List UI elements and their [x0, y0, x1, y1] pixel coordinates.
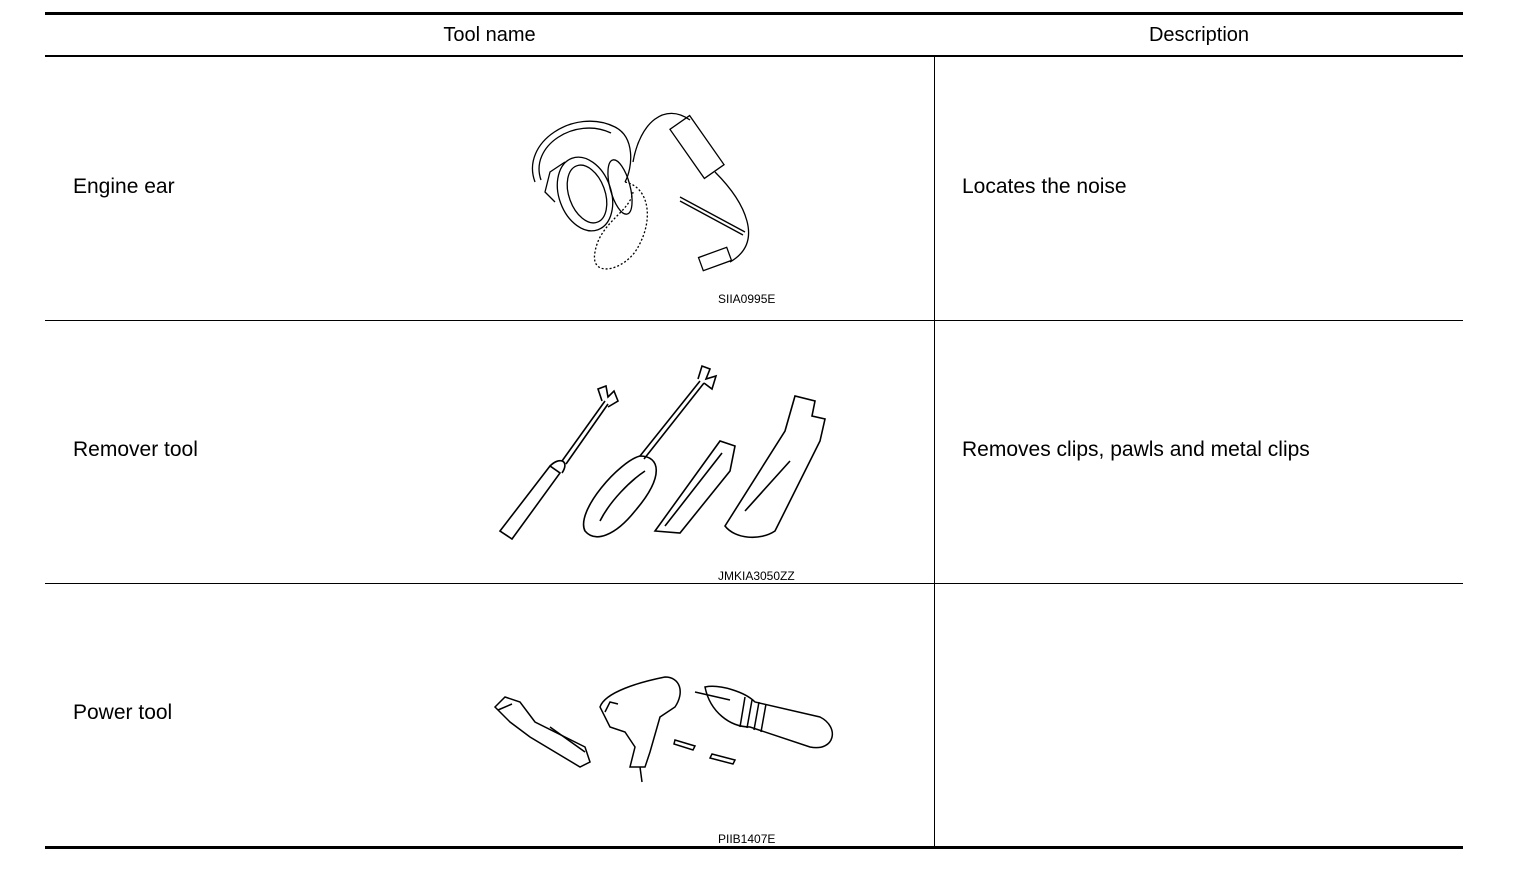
table-row: Power tool PIIB1407E	[45, 584, 1463, 846]
table-bottom-rule	[45, 846, 1463, 849]
tool-name-remover-tool: Remover tool	[73, 438, 198, 461]
row-rule-1	[45, 320, 1463, 321]
clip-remover-tools-icon	[498, 364, 826, 541]
tool-name-power-tool: Power tool	[73, 701, 173, 724]
description-engine-ear: Locates the noise	[962, 175, 1127, 198]
header-rule	[45, 55, 1463, 57]
figure-code-engine-ear: SIIA0995E	[718, 292, 776, 306]
tools-table: Tool name Description Engine ear SIIA099…	[45, 12, 1463, 850]
figure-code-power-tool: PIIB1407E	[718, 832, 776, 846]
table-row: Engine ear SIIA0995E Locates the noise	[45, 57, 1463, 320]
table-row: Remover tool JMKIA3050ZZ Removes clips, …	[45, 321, 1463, 583]
column-divider	[934, 57, 935, 846]
table-top-rule	[45, 12, 1463, 15]
power-tools-icon	[493, 676, 834, 783]
description-remover-tool: Removes clips, pawls and metal clips	[962, 438, 1310, 461]
tool-name-engine-ear: Engine ear	[73, 175, 175, 198]
figure-code-remover-tool: JMKIA3050ZZ	[718, 569, 795, 583]
row-rule-2	[45, 583, 1463, 584]
header-tool-name: Tool name	[443, 24, 536, 46]
header-description: Description	[1148, 24, 1250, 46]
engine-ear-headphones-icon	[532, 112, 750, 272]
